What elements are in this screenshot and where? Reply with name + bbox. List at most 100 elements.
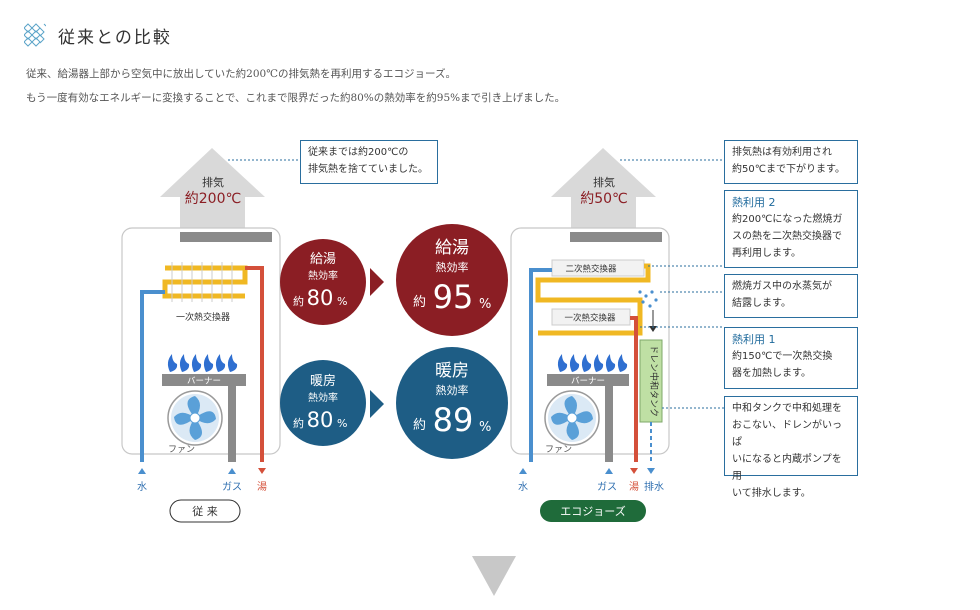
arrow-down-icon	[472, 556, 516, 596]
note-text: 再利用します。	[732, 248, 801, 259]
exhaust-outlet	[180, 232, 272, 242]
hot-water-pipe	[630, 316, 638, 462]
note-text: 排気熱は有効利用され	[732, 147, 832, 158]
secondary-exchanger-label: 二次熱交換器	[565, 264, 617, 275]
hot-water-old-value: 80	[307, 286, 334, 310]
note-text: 約150℃で一次熱交換	[732, 351, 833, 362]
drain-out-arrow	[647, 468, 655, 474]
ecojozu-badge	[540, 500, 646, 522]
gas-label: ガス	[222, 481, 242, 493]
heating-old-prefix: 約	[293, 416, 304, 430]
diamond-pattern-icon	[24, 23, 46, 47]
conventional-badge-label: 従 来	[192, 505, 218, 518]
note-text: おこない、ドレンがいっぱ	[732, 420, 842, 448]
burner	[547, 374, 629, 386]
heating-old-title: 暖房	[310, 373, 336, 389]
arrow-right-icon	[370, 390, 384, 418]
exhaust-arrow	[551, 148, 656, 240]
water-label: 水	[518, 481, 528, 493]
note-condensation: 燃焼ガス中の水蒸気が 結露します。	[724, 274, 858, 318]
conventional-unit: 排気 約200℃ 一次熱交換器 バーナー	[121, 148, 281, 523]
water-pipe	[140, 290, 165, 462]
ecojozu-badge-label: エコジョーズ	[560, 504, 625, 518]
heat-exchanger-coil	[162, 262, 248, 302]
hot-water-old-title: 給湯	[310, 252, 336, 267]
gas-in-arrow	[228, 468, 236, 474]
hot-water-new-percent: %	[479, 297, 491, 312]
ecojozu-unit: 排気 約50℃ 二次熱交換器 一次熱交換器 ドレン中和タンク	[510, 148, 670, 522]
exhaust-arrow	[160, 148, 265, 240]
hot-out-arrow	[258, 468, 266, 474]
exhaust-temp: 約200℃	[185, 191, 241, 207]
page-header: 従来との比較	[24, 22, 172, 48]
gas-in-arrow	[605, 468, 613, 474]
exhaust-temp: 約50℃	[580, 191, 628, 207]
water-pipe	[529, 268, 552, 462]
gas-label: ガス	[597, 481, 617, 493]
burner-label: バーナー	[187, 377, 221, 387]
gas-pipe	[228, 386, 236, 462]
exhaust-label: 排気	[202, 175, 224, 189]
fan-icon	[544, 390, 600, 446]
hot-water-old-percent: %	[337, 295, 347, 308]
arrow-right-icon	[370, 268, 384, 296]
note-text: いて排水します。	[732, 488, 811, 499]
intro-line-2: もう一度有効なエネルギーに変換することで、これまで限界だった約80%の熱効率を約…	[26, 92, 566, 104]
hot-water-old-subtitle: 熱効率	[308, 269, 338, 282]
primary-exchanger-label: 一次熱交換器	[564, 313, 616, 324]
page-title: 従来との比較	[58, 27, 172, 48]
exhaust-outlet	[570, 232, 662, 242]
hot-water-old-circle	[280, 239, 366, 325]
intro-line-1: 従来、給湯器上部から空気中に放出していた約200℃の排気熱を再利用するエコジョー…	[26, 68, 456, 80]
hot-water-new-circle	[396, 224, 508, 336]
hot-water-new-prefix: 約	[413, 295, 426, 310]
flame-icon	[167, 354, 238, 372]
note-heat-use-2: 熱利用 2 約200℃になった燃焼ガ スの熱を二次熱交換器で 再利用します。	[724, 190, 858, 268]
water-in-arrow	[138, 468, 146, 474]
note-exhaust: 排気熱は有効利用され 約50℃まで下がります。	[724, 140, 858, 184]
note-heading: 熱利用 1	[732, 333, 776, 346]
drain-label: 排水	[644, 480, 664, 493]
fan-icon	[167, 390, 223, 446]
heating-new-value: 89	[433, 401, 474, 439]
heating-new-percent: %	[479, 420, 491, 435]
hot-water-pipe	[245, 266, 264, 462]
note-text: 約200℃になった燃焼ガ	[732, 214, 843, 225]
unit-casing	[510, 227, 670, 455]
note-text: スの熱を二次熱交換器で	[732, 231, 842, 242]
note-text: いになると内蔵ポンプを用	[732, 454, 842, 482]
conventional-callout: 従来までは約200℃の 排気熱を捨てていました。	[300, 140, 438, 184]
burner-label: バーナー	[571, 377, 605, 387]
note-heat-use-1: 熱利用 1 約150℃で一次熱交換 器を加熱します。	[724, 327, 858, 389]
fan-label: ファン	[168, 445, 195, 455]
note-text: 器を加熱します。	[732, 368, 811, 379]
exhaust-label: 排気	[593, 175, 615, 189]
efficiency-comparison: 給湯 熱効率 約 80 % 給湯 熱効率 約 95 % 暖房 熱効率 約 80 …	[280, 224, 508, 459]
tank-label: ドレン中和タンク	[648, 345, 660, 417]
callout-line-2: 排気熱を捨てていました。	[308, 164, 428, 175]
gas-pipe	[605, 386, 613, 462]
hot-water-new-title: 給湯	[435, 238, 469, 258]
hot-label: 湯	[257, 480, 267, 493]
condensation-drops	[638, 290, 658, 308]
note-text: 約50℃まで下がります。	[732, 164, 845, 175]
water-in-arrow	[519, 468, 527, 474]
conventional-badge	[169, 499, 241, 523]
heating-new-prefix: 約	[413, 418, 426, 433]
callout-line-1: 従来までは約200℃の	[308, 147, 409, 158]
note-text: 結露します。	[732, 298, 791, 309]
heating-old-circle	[280, 360, 366, 446]
fan-label: ファン	[545, 445, 572, 455]
drain-arrowhead	[649, 326, 657, 332]
heating-old-subtitle: 熱効率	[308, 391, 338, 404]
heating-old-value: 80	[307, 408, 334, 432]
hot-label: 湯	[629, 480, 639, 493]
note-text: 中和タンクで中和処理を	[732, 403, 842, 414]
heating-old-percent: %	[337, 417, 347, 430]
heating-new-title: 暖房	[435, 361, 469, 381]
note-neutralization: 中和タンクで中和処理を おこない、ドレンがいっぱ いになると内蔵ポンプを用 いて…	[724, 396, 858, 499]
primary-exchanger-label: 一次熱交換器	[176, 311, 230, 323]
flame-icon	[557, 354, 628, 372]
note-heading: 熱利用 2	[732, 196, 776, 209]
